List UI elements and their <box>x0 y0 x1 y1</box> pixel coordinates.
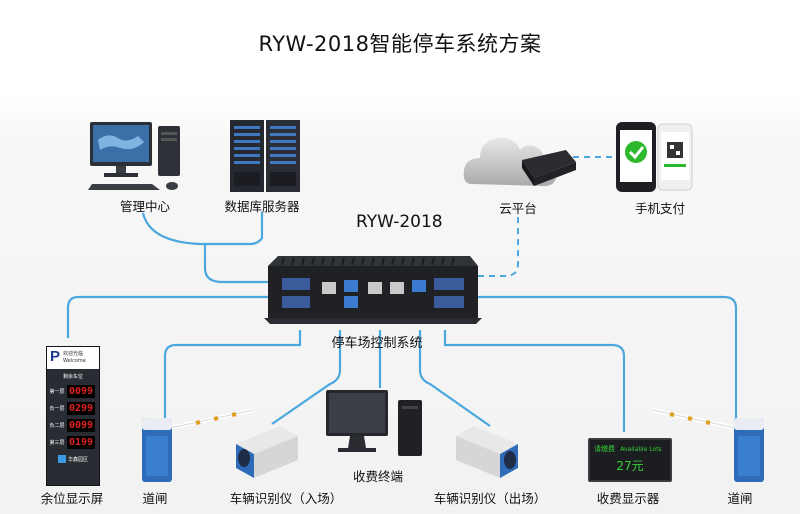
sign-sub-header: 剩余车位 <box>62 374 83 380</box>
fee-screen-line2: 27元 <box>616 459 644 473</box>
fee-terminal-icon <box>326 390 422 456</box>
page-title: RYW-2018智能停车系统方案 <box>258 32 542 56</box>
sign-header: P 欢迎光临 Welcome <box>47 347 99 369</box>
sign-floor: 第三层 <box>49 440 65 446</box>
camera-exit-icon <box>456 426 518 478</box>
sign-header-line1: 欢迎光临 <box>63 351 84 357</box>
remaining-spaces-sign: P 欢迎光临 Welcome 剩余车位 第一层 0099 负一层 0299 负二… <box>46 346 100 486</box>
parking-p-icon: P <box>50 348 61 365</box>
label-gate-right: 道闸 <box>727 491 753 506</box>
fee-screen-line1: 请缴费 Available Lots <box>594 445 662 453</box>
sign-floor: 负二层 <box>49 423 65 429</box>
label-cloud: 云平台 <box>499 201 537 216</box>
sign-count: 0099 <box>67 419 96 432</box>
sign-row: 负一层 0299 <box>47 400 99 417</box>
controller-caption: 停车场控制系统 <box>331 336 423 351</box>
sign-row: 负二层 0099 <box>47 417 99 434</box>
sign-floor: 第一层 <box>49 389 65 395</box>
controller-box-icon <box>264 256 482 324</box>
controller-model-label: RYW-2018 <box>356 212 443 232</box>
database-server-icon <box>230 120 300 192</box>
barrier-gate-right-icon <box>651 408 764 482</box>
fee-display-screen: 请缴费 Available Lots 27元 <box>588 438 672 482</box>
sign-row: 第一层 0099 <box>47 383 99 400</box>
camera-entry-icon <box>236 426 298 478</box>
sign-count: 0199 <box>67 436 96 449</box>
label-management: 管理中心 <box>119 199 170 214</box>
sign-logo-icon <box>57 455 66 463</box>
label-gate-left: 道闸 <box>142 491 168 506</box>
label-camera-exit: 车辆识别仪（出场） <box>433 491 547 506</box>
cloud-platform-icon <box>463 137 576 186</box>
label-fee-display: 收费显示器 <box>596 491 660 506</box>
label-remaining-display: 余位显示屏 <box>40 491 104 506</box>
label-mobile-pay: 手机支付 <box>634 201 685 216</box>
sign-count: 0299 <box>67 402 96 415</box>
sign-floor: 负一层 <box>49 406 65 412</box>
sign-footer: 华鑫园区 <box>47 455 99 463</box>
sign-count: 0099 <box>67 385 96 398</box>
sign-row: 第三层 0199 <box>47 434 99 451</box>
management-computer-icon <box>88 122 180 190</box>
label-database: 数据库服务器 <box>224 199 300 214</box>
label-terminal: 收费终端 <box>352 469 403 484</box>
barrier-gate-left-icon <box>142 408 255 482</box>
sign-header-line2: Welcome <box>63 358 86 364</box>
mobile-payment-phones-icon <box>616 122 693 192</box>
label-camera-entry: 车辆识别仪（入场） <box>229 491 343 506</box>
sign-rows: 第一层 0099 负一层 0299 负二层 0099 第三层 0199 <box>47 383 99 451</box>
